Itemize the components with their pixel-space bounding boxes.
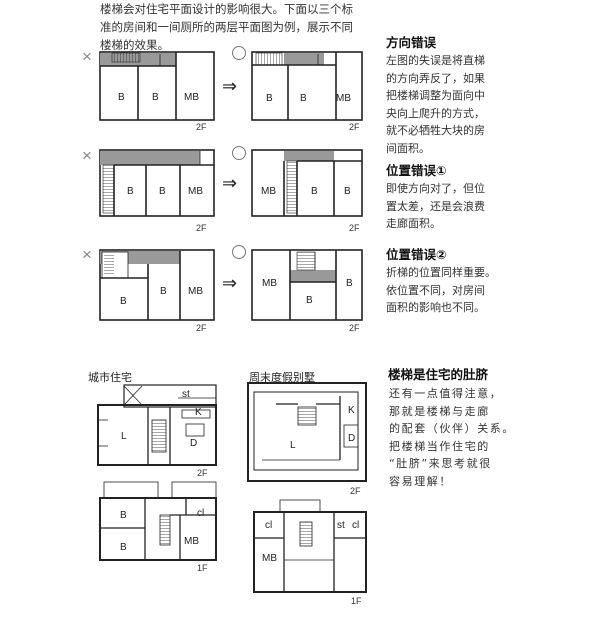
city-2f-floor: 2F	[197, 468, 208, 478]
section-body-position-2: 折梯的位置同样重要。 依位置不同，对房间 面积的影响也不同。	[386, 264, 496, 317]
body-line: 就不必牺牲大块的房	[386, 124, 485, 137]
body-line: 间面积。	[386, 141, 430, 155]
arrow-row2: ⇒	[222, 173, 237, 193]
row3-right-room-1: MB	[262, 278, 277, 289]
row2-wrong-room-3: MB	[188, 186, 203, 197]
body-line: 即使方向对了，但位	[386, 182, 485, 195]
row1-wrong-room-3: MB	[184, 92, 199, 103]
row2-right-room-2: B	[311, 186, 318, 197]
caption-city-house: 城市住宅	[88, 371, 132, 384]
city-1f-floor: 1F	[197, 563, 208, 573]
city-2f-room-k: K	[195, 407, 202, 418]
section-body-navel: 还有一点值得注意， 那就是楼梯与走廊 的配套（伙伴）关系。 把楼梯当作住宅的 “…	[389, 385, 515, 490]
intro-line: 楼梯的效果。	[100, 38, 169, 52]
section-title-position-1: 位置错误①	[386, 163, 447, 178]
weekend-2f-room-k: K	[348, 405, 355, 416]
city-1f-room-b1: B	[120, 510, 127, 521]
row2-wrong-floor: 2F	[196, 223, 207, 233]
row2-wrong-room-2: B	[159, 186, 166, 197]
weekend-villa-1f-plan	[253, 499, 367, 593]
city-1f-room-b2: B	[120, 542, 127, 553]
body-line: 走廊面积。	[386, 217, 441, 230]
row3-right-room-3: B	[346, 278, 353, 289]
row2-wrong-plan	[99, 149, 215, 217]
row3-right-floor: 2F	[349, 323, 360, 333]
row1-right-room-1: B	[266, 93, 273, 104]
wrong-mark-row3: ×	[82, 245, 92, 264]
section-title-direction: 方向错误	[386, 35, 437, 50]
right-mark-row2	[232, 146, 246, 160]
section-title-navel: 楼梯是住宅的肚脐	[388, 367, 489, 382]
weekend-1f-floor: 1F	[351, 596, 362, 606]
row2-right-room-3: B	[344, 186, 351, 197]
body-line: 面积的影响也不同。	[386, 301, 485, 314]
body-line: 折梯的位置同样重要。	[386, 266, 496, 279]
body-line: 左图的失误是将直梯	[386, 54, 485, 67]
weekend-2f-room-d: D	[348, 433, 355, 444]
weekend-1f-room-cl2: cl	[352, 520, 359, 531]
section-body-position-1: 即使方向对了，但位 置太差，还是会浪费 走廊面积。	[386, 180, 485, 233]
right-mark-row3	[232, 245, 246, 259]
row3-wrong-room-3: MB	[188, 286, 203, 297]
body-line: 央向上爬升的方式，	[386, 106, 485, 120]
arrow-row3: ⇒	[222, 273, 237, 293]
city-2f-room-st: st	[182, 389, 190, 400]
row1-wrong-room-2: B	[152, 92, 159, 103]
row3-wrong-room-1: B	[120, 296, 127, 307]
row1-right-floor: 2F	[349, 122, 360, 132]
row1-wrong-plan	[99, 51, 215, 121]
intro-line: 准的房间和一间厕所的两层平面图为例，展示不同	[100, 20, 353, 34]
arrow-row1: ⇒	[222, 76, 237, 96]
city-1f-room-mb: MB	[184, 536, 199, 547]
weekend-1f-room-st: st	[337, 520, 345, 531]
right-mark-row1	[232, 46, 246, 60]
city-2f-room-d: D	[190, 438, 197, 449]
row3-wrong-floor: 2F	[196, 323, 207, 333]
city-house-2f-plan	[97, 384, 217, 466]
body-line: 把楼梯当作住宅的	[389, 439, 490, 453]
row2-right-floor: 2F	[349, 223, 360, 233]
intro-line: 楼梯会对住宅平面设计的影响很大。下面以三个标	[100, 2, 353, 16]
wrong-mark-row1: ×	[82, 47, 92, 66]
body-line: 把楼梯调整为面向中	[386, 89, 485, 102]
body-line: 的方向弄反了，如果	[386, 71, 485, 85]
row1-right-plan	[251, 51, 363, 121]
row1-right-room-3: MB	[336, 93, 351, 104]
row1-wrong-floor: 2F	[196, 122, 207, 132]
row3-right-plan	[251, 249, 363, 321]
weekend-villa-2f-plan	[247, 382, 367, 482]
body-line: “肚脐”来思考就很	[389, 457, 492, 470]
row3-wrong-room-2: B	[160, 286, 167, 297]
body-line: 容易理解！	[389, 474, 452, 488]
section-title-position-2: 位置错误②	[386, 247, 447, 262]
weekend-1f-room-mb: MB	[262, 553, 277, 564]
body-line: 依位置不同，对房间	[386, 283, 485, 297]
row2-wrong-room-1: B	[127, 186, 134, 197]
body-line: 的配套（伙伴）关系。	[389, 422, 515, 435]
row1-wrong-room-1: B	[118, 92, 125, 103]
caption-weekend-villa: 周末度假别墅	[249, 371, 315, 384]
weekend-1f-room-cl1: cl	[265, 520, 272, 531]
weekend-2f-floor: 2F	[350, 486, 361, 496]
city-house-1f-plan	[99, 481, 217, 561]
wrong-mark-row2: ×	[82, 146, 92, 165]
row2-right-room-1: MB	[261, 186, 276, 197]
body-line: 置太差，还是会浪费	[386, 199, 485, 213]
row3-right-room-2: B	[306, 295, 313, 306]
body-line: 那就是楼梯与走廊	[389, 404, 490, 418]
weekend-2f-room-l: L	[290, 440, 296, 451]
body-line: 还有一点值得注意，	[389, 387, 503, 400]
row3-wrong-plan	[99, 249, 215, 321]
city-2f-room-l: L	[121, 431, 127, 442]
row1-right-room-2: B	[300, 93, 307, 104]
row2-right-plan	[251, 149, 363, 217]
intro-paragraph: 楼梯会对住宅平面设计的影响很大。下面以三个标 准的房间和一间厕所的两层平面图为例…	[100, 0, 375, 54]
city-1f-room-cl: cl	[197, 508, 204, 519]
section-body-direction: 左图的失误是将直梯 的方向弄反了，如果 把楼梯调整为面向中 央向上爬升的方式， …	[386, 52, 485, 157]
